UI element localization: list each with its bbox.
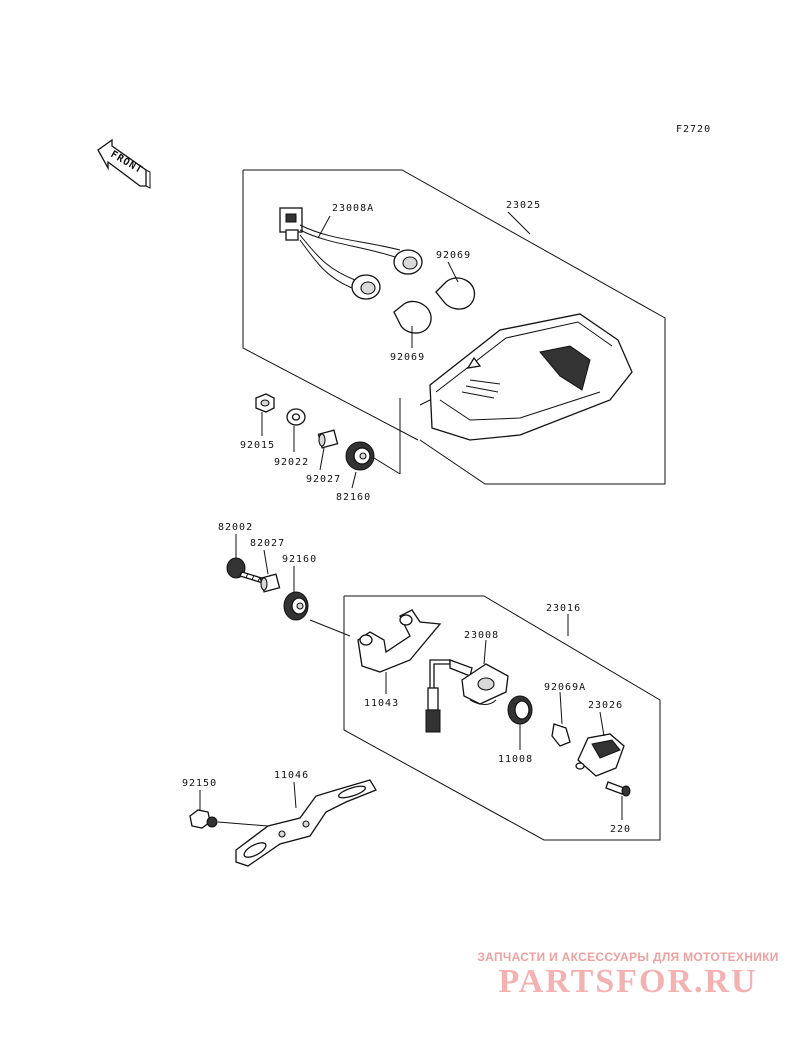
watermark: ЗАПЧАСТИ И АКСЕССУАРЫ ДЛЯ МОТОТЕХНИКИ PA… [468,950,788,1000]
label-82002: 82002 [218,522,253,533]
lens-23026 [575,733,625,777]
taillight-assembly-box [242,169,666,485]
seal-11008 [507,695,533,725]
license-light-assembly-box [343,595,661,841]
collar-92027-top [317,429,339,449]
taillight-lens-23025 [419,313,633,441]
socket-23008 [425,659,509,733]
bracket-11046 [235,779,377,867]
watermark-subtitle: ЗАПЧАСТИ И АКСЕССУАРЫ ДЛЯ МОТОТЕХНИКИ [477,950,779,964]
label-92015: 92015 [240,440,275,451]
label-23026: 23026 [588,700,623,711]
leader-lines-lower [385,614,623,820]
label-23008: 23008 [464,630,499,641]
wiring-harness-23008A [279,207,423,300]
label-92069A: 92069A [544,682,586,693]
watermark-brand: PARTSFOR.RU [498,963,758,1000]
label-11043: 11043 [364,698,399,709]
label-92069-lower: 92069 [390,352,425,363]
grommet-92160 [283,591,309,621]
label-220: 220 [610,824,631,835]
label-82027: 82027 [250,538,285,549]
bulb-92069-upper [435,277,476,310]
screw-220 [605,781,631,797]
washer-92022 [286,408,306,426]
label-92022: 92022 [274,457,309,468]
nut-92015 [255,393,275,413]
label-23016: 23016 [546,603,581,614]
label-23008A: 23008A [332,203,374,214]
label-92160: 92160 [282,554,317,565]
leader-lines-middle [235,534,351,637]
label-23025: 23025 [506,200,541,211]
collar-82027 [259,573,281,593]
bulb-92069-lower [393,300,432,334]
leader-lines-bottom [199,781,297,827]
figure-code: F2720 [676,124,711,135]
front-arrow-icon: FRONT [97,138,151,189]
grommet-82160 [345,441,375,471]
label-11008: 11008 [498,754,533,765]
label-11046: 11046 [274,770,309,781]
bracket-11043 [357,609,442,673]
label-92069-upper: 92069 [436,250,471,261]
label-92150: 92150 [182,778,217,789]
leader-lines-top [261,211,531,489]
label-92027-top: 92027 [306,474,341,485]
bolt-92150 [189,809,218,829]
bulb-92069A [551,723,571,747]
label-82160: 82160 [336,492,371,503]
